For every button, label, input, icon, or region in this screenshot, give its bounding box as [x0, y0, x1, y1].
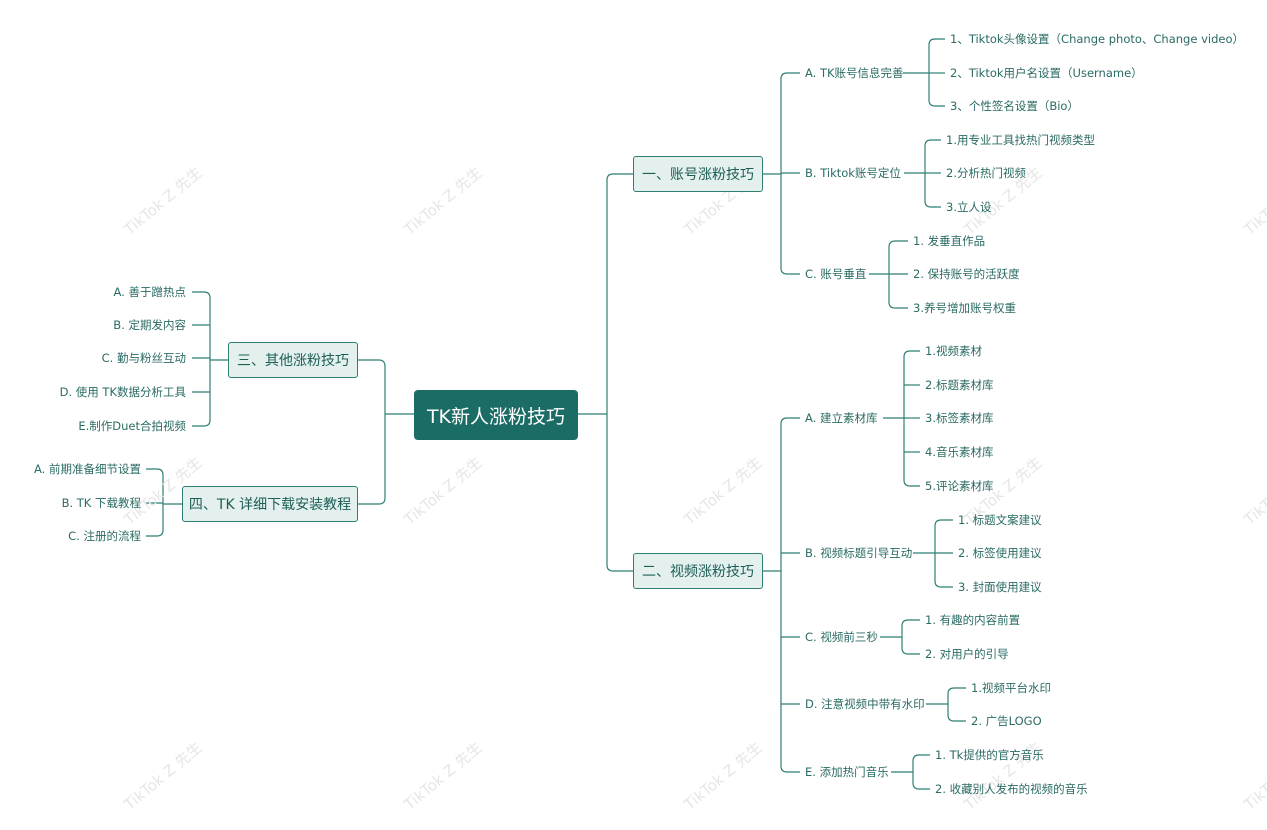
- connector-line: [146, 468, 164, 504]
- sub-account-position[interactable]: B. Tiktok账号定位: [805, 166, 901, 180]
- branch-other[interactable]: 三、其他涨粉技巧: [228, 342, 358, 378]
- connector-line: [912, 754, 930, 772]
- connector-line: [146, 504, 164, 537]
- leaf[interactable]: 2.分析热门视频: [946, 166, 1026, 180]
- connector-line: [606, 173, 633, 414]
- leaf[interactable]: 3.立人设: [946, 200, 992, 214]
- root-node[interactable]: TK新人涨粉技巧: [414, 390, 578, 440]
- connector-line: [192, 360, 211, 427]
- connector-line: [780, 571, 800, 773]
- leaf[interactable]: B. 定期发内容: [113, 318, 186, 332]
- sub-hot-music[interactable]: E. 添加热门音乐: [805, 765, 889, 779]
- connector-line: [192, 291, 211, 360]
- connector-line: [780, 174, 800, 275]
- leaf[interactable]: 3. 封面使用建议: [958, 580, 1042, 594]
- sub-title-interaction[interactable]: B. 视频标题引导互动: [805, 546, 913, 560]
- leaf[interactable]: 2. 标签使用建议: [958, 546, 1042, 560]
- connector-line: [903, 350, 920, 418]
- leaf[interactable]: 2. 收藏别人发布的视频的音乐: [935, 782, 1088, 796]
- leaf[interactable]: 2. 保持账号的活跃度: [913, 267, 1020, 281]
- connector-line: [780, 417, 800, 571]
- leaf[interactable]: 1.视频平台水印: [971, 681, 1051, 695]
- connector-line: [947, 704, 966, 722]
- connector-line: [358, 414, 386, 505]
- connector-line: [934, 553, 953, 588]
- leaf[interactable]: 3.养号增加账号权重: [913, 301, 1016, 315]
- connector-line: [924, 139, 941, 173]
- leaf[interactable]: C. 注册的流程: [68, 529, 141, 543]
- connector-line: [901, 637, 920, 655]
- branch-account[interactable]: 一、账号涨粉技巧: [633, 156, 763, 192]
- leaf[interactable]: 2. 广告LOGO: [971, 714, 1042, 728]
- leaf[interactable]: 1. 标题文案建议: [958, 513, 1042, 527]
- connector-line: [903, 418, 920, 487]
- leaf[interactable]: 3、个性签名设置（Bio）: [950, 99, 1079, 113]
- connector-line: [606, 414, 633, 572]
- sub-watermark[interactable]: D. 注意视频中带有水印: [805, 697, 925, 711]
- sub-first-three-seconds[interactable]: C. 视频前三秒: [805, 630, 878, 644]
- leaf[interactable]: A. 前期准备细节设置: [34, 462, 141, 476]
- leaf[interactable]: 2. 对用户的引导: [925, 647, 1009, 661]
- connector-line: [888, 274, 908, 309]
- connector-line: [924, 173, 941, 208]
- leaf[interactable]: 4.音乐素材库: [925, 445, 994, 459]
- connector-line: [912, 772, 930, 790]
- leaf[interactable]: C. 勤与粉丝互动: [101, 351, 186, 365]
- leaf[interactable]: 5.评论素材库: [925, 479, 994, 493]
- leaf[interactable]: 1、Tiktok头像设置（Change photo、Change video）: [950, 32, 1244, 46]
- leaf[interactable]: 1. 有趣的内容前置: [925, 613, 1021, 627]
- connector-line: [358, 359, 386, 414]
- connector-line: [928, 73, 945, 107]
- connector-line: [934, 519, 953, 553]
- sub-account-info[interactable]: A. TK账号信息完善: [805, 66, 904, 80]
- leaf[interactable]: B. TK 下载教程: [61, 496, 141, 510]
- branch-video[interactable]: 二、视频涨粉技巧: [633, 553, 763, 589]
- leaf[interactable]: 2、Tiktok用户名设置（Username）: [950, 66, 1143, 80]
- connector-line: [901, 619, 920, 637]
- connector-line: [928, 38, 945, 73]
- leaf[interactable]: A. 善于蹭热点: [113, 285, 186, 299]
- leaf[interactable]: 2.标题素材库: [925, 378, 994, 392]
- leaf[interactable]: 1. Tk提供的官方音乐: [935, 748, 1044, 762]
- sub-account-vertical[interactable]: C. 账号垂直: [805, 267, 867, 281]
- leaf[interactable]: 1.视频素材: [925, 344, 982, 358]
- connector-line: [947, 687, 966, 704]
- leaf[interactable]: E.制作Duet合拍视频: [78, 419, 186, 433]
- leaf[interactable]: 3.标签素材库: [925, 411, 994, 425]
- connector-line: [780, 72, 800, 174]
- leaf[interactable]: D. 使用 TK数据分析工具: [59, 385, 186, 399]
- leaf[interactable]: 1. 发垂直作品: [913, 234, 986, 248]
- connector-line: [888, 240, 908, 274]
- sub-material-library[interactable]: A. 建立素材库: [805, 411, 878, 425]
- leaf[interactable]: 1.用专业工具找热门视频类型: [946, 133, 1095, 147]
- branch-download[interactable]: 四、TK 详细下载安装教程: [182, 486, 358, 522]
